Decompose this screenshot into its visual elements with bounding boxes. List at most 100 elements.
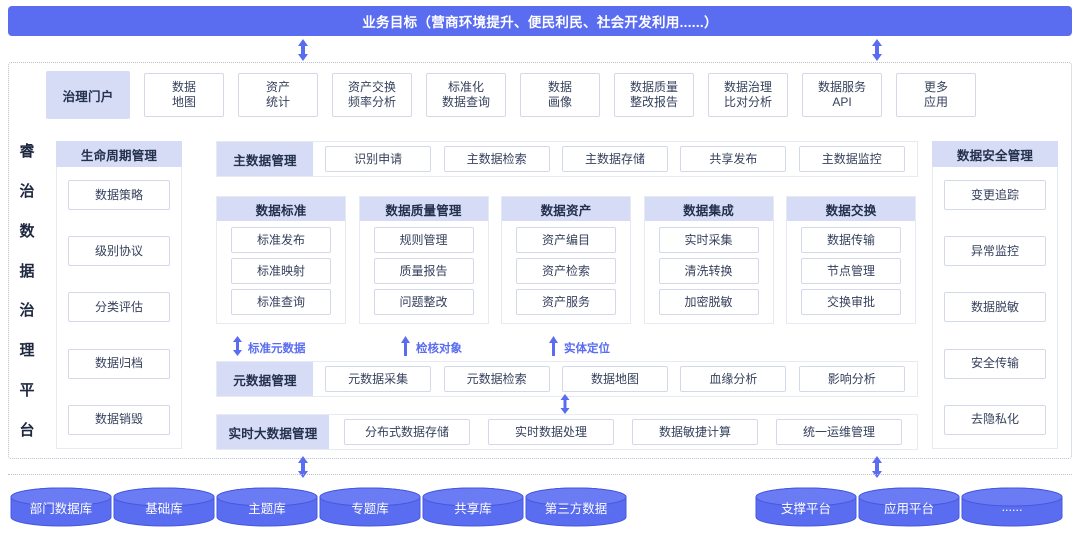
vtitle-char-3: 据: [19, 262, 35, 280]
quality-item-rule-management[interactable]: 规则管理: [373, 227, 474, 253]
metadata-row: 元数据管理 元数据采集 元数据检索 数据地图 血缘分析 影响分析: [216, 361, 918, 397]
mid-column-header: 数据交换: [787, 197, 915, 221]
app-card-more-applications[interactable]: 更多 应用: [896, 73, 976, 117]
master-data-item-identification-request[interactable]: 识别申请: [325, 146, 432, 172]
security-item-data-masking[interactable]: 数据脱敏: [944, 292, 1046, 323]
cylinder-label: 主题库: [248, 501, 286, 516]
app-line1: 数据治理: [723, 80, 772, 94]
master-data-row-header: 主数据管理: [217, 142, 313, 176]
bigdata-item-unified-ops[interactable]: 统一运维管理: [776, 419, 902, 445]
app-line2: 画像: [547, 95, 572, 109]
app-card-exchange-frequency-analysis[interactable]: 资产交换 频率分析: [332, 73, 412, 117]
mid-column-header: 数据质量管理: [359, 197, 488, 221]
quality-item-quality-report[interactable]: 质量报告: [373, 258, 474, 284]
vtitle-char-7: 台: [19, 421, 35, 439]
security-item-de-identification[interactable]: 去隐私化: [944, 404, 1046, 435]
mid-column-data-asset: 数据资产 资产编目 资产检索 资产服务: [501, 196, 631, 324]
standard-item-publish[interactable]: 标准发布: [231, 227, 331, 253]
platform-vertical-title: 睿 治 数 据 治 理 平 台: [14, 140, 40, 440]
vtitle-char-4: 治: [19, 302, 35, 320]
data-sources-row: 部门数据库 基础库 主题库 专题库 共享库 第三方数据 支撑平台: [0, 487, 1080, 531]
mid-column-body: 数据传输 节点管理 交换审批: [787, 221, 915, 321]
security-item-secure-transmission[interactable]: 安全传输: [944, 348, 1046, 379]
master-data-item-retrieval[interactable]: 主数据检索: [443, 146, 550, 172]
security-item-anomaly-monitoring[interactable]: 异常监控: [944, 236, 1046, 267]
bigdata-item-distributed-storage[interactable]: 分布式数据存储: [344, 419, 470, 445]
master-data-item-share-publish[interactable]: 共享发布: [680, 146, 787, 172]
cylinder-application-platform[interactable]: 应用平台: [858, 487, 960, 527]
app-line1: 数据: [171, 80, 196, 94]
integration-item-realtime-collection[interactable]: 实时采集: [658, 227, 759, 253]
standard-item-query[interactable]: 标准查询: [231, 289, 331, 315]
cylinder-subject-database[interactable]: 主题库: [216, 487, 318, 527]
mid-columns: 数据标准 标准发布 标准映射 标准查询 数据质量管理 规则管理 质量报告 问题整…: [216, 196, 916, 324]
cylinder-department-database[interactable]: 部门数据库: [10, 487, 112, 527]
master-data-item-monitoring[interactable]: 主数据监控: [798, 146, 905, 172]
master-data-item-storage[interactable]: 主数据存储: [561, 146, 668, 172]
vtitle-char-5: 理: [19, 342, 35, 360]
app-card-standardized-data-query[interactable]: 标准化 数据查询: [426, 73, 506, 117]
mid-column-body: 标准发布 标准映射 标准查询: [217, 221, 345, 321]
exchange-item-approval[interactable]: 交换审批: [801, 289, 901, 315]
cylinder-label: 支撑平台: [780, 501, 831, 516]
app-card-quality-rectification-report[interactable]: 数据质量 整改报告: [614, 73, 694, 117]
integration-item-cleansing-transform[interactable]: 清洗转换: [658, 258, 759, 284]
lifecycle-item-classification-assessment[interactable]: 分类评估: [68, 292, 170, 323]
standard-item-mapping[interactable]: 标准映射: [231, 258, 331, 284]
app-line1: 更多: [923, 80, 948, 94]
bigdata-row: 实时大数据管理 分布式数据存储 实时数据处理 数据敏捷计算 统一运维管理: [216, 414, 918, 450]
metadata-item-impact-analysis[interactable]: 影响分析: [798, 366, 905, 392]
bigdata-row-header: 实时大数据管理: [217, 415, 329, 449]
governance-portal-label[interactable]: 治理门户: [46, 71, 130, 119]
app-card-data-map[interactable]: 数据 地图: [144, 73, 224, 117]
cylinder-shared-database[interactable]: 共享库: [422, 487, 524, 527]
metadata-item-retrieval[interactable]: 元数据检索: [443, 366, 550, 392]
exchange-item-node-management[interactable]: 节点管理: [801, 258, 901, 284]
lifecycle-item-data-destruction[interactable]: 数据销毁: [68, 404, 170, 435]
exchange-item-transmission[interactable]: 数据传输: [801, 227, 901, 253]
cylinder-basic-database[interactable]: 基础库: [113, 487, 215, 527]
master-data-items: 识别申请 主数据检索 主数据存储 共享发布 主数据监控: [313, 142, 917, 176]
app-line1: 数据质量: [629, 80, 678, 94]
up-arrow-icon: [548, 336, 559, 359]
metadata-item-collection[interactable]: 元数据采集: [325, 366, 432, 392]
lifecycle-item-data-archiving[interactable]: 数据归档: [68, 348, 170, 379]
app-line1: 资产: [265, 80, 290, 94]
cylinder-more-sources[interactable]: ......: [961, 487, 1063, 527]
asset-item-cataloging[interactable]: 资产编目: [516, 227, 616, 253]
annotation-label: 标准元数据: [248, 342, 306, 355]
metadata-item-data-map[interactable]: 数据地图: [561, 366, 668, 392]
app-card-data-profile[interactable]: 数据 画像: [520, 73, 600, 117]
app-card-asset-statistics[interactable]: 资产 统计: [238, 73, 318, 117]
lifecycle-item-level-agreement[interactable]: 级别协议: [68, 236, 170, 267]
metadata-item-lineage-analysis[interactable]: 血缘分析: [680, 366, 787, 392]
quality-item-issue-rectification[interactable]: 问题整改: [373, 289, 474, 315]
app-card-governance-comparison-analysis[interactable]: 数据治理 比对分析: [708, 73, 788, 117]
app-line2: 整改报告: [629, 95, 678, 109]
arrow-metadata-to-bigdata: [559, 394, 573, 414]
integration-item-encryption-masking[interactable]: 加密脱敏: [658, 289, 759, 315]
security-item-change-tracking[interactable]: 变更追踪: [944, 180, 1046, 211]
bigdata-item-realtime-processing[interactable]: 实时数据处理: [488, 419, 614, 445]
bigdata-item-agile-computing[interactable]: 数据敏捷计算: [632, 419, 758, 445]
app-card-data-service-api[interactable]: 数据服务 API: [802, 73, 882, 117]
arrow-banner-to-platform-left: [296, 38, 310, 62]
mid-column-header: 数据集成: [644, 197, 773, 221]
asset-item-retrieval[interactable]: 资产检索: [516, 258, 616, 284]
asset-item-service[interactable]: 资产服务: [516, 289, 616, 315]
mid-column-data-integration: 数据集成 实时采集 清洗转换 加密脱敏: [643, 196, 774, 324]
security-column-body: 变更追踪 异常监控 数据脱敏 安全传输 去隐私化: [932, 167, 1058, 449]
bigdata-items: 分布式数据存储 实时数据处理 数据敏捷计算 统一运维管理: [329, 415, 917, 449]
vtitle-char-6: 平: [19, 382, 35, 400]
arrow-platform-to-sources-left: [296, 455, 310, 479]
cylinder-label: 专题库: [351, 501, 389, 516]
lifecycle-item-data-strategy[interactable]: 数据策略: [68, 180, 170, 211]
cylinder-support-platform[interactable]: 支撑平台: [755, 487, 857, 527]
app-line2: 比对分析: [723, 95, 772, 109]
security-column-header: 数据安全管理: [932, 141, 1058, 167]
app-line1: 数据: [547, 80, 572, 94]
cylinder-third-party-data[interactable]: 第三方数据: [525, 487, 627, 527]
cylinder-thematic-database[interactable]: 专题库: [319, 487, 421, 527]
cylinder-label: ......: [1001, 500, 1023, 514]
